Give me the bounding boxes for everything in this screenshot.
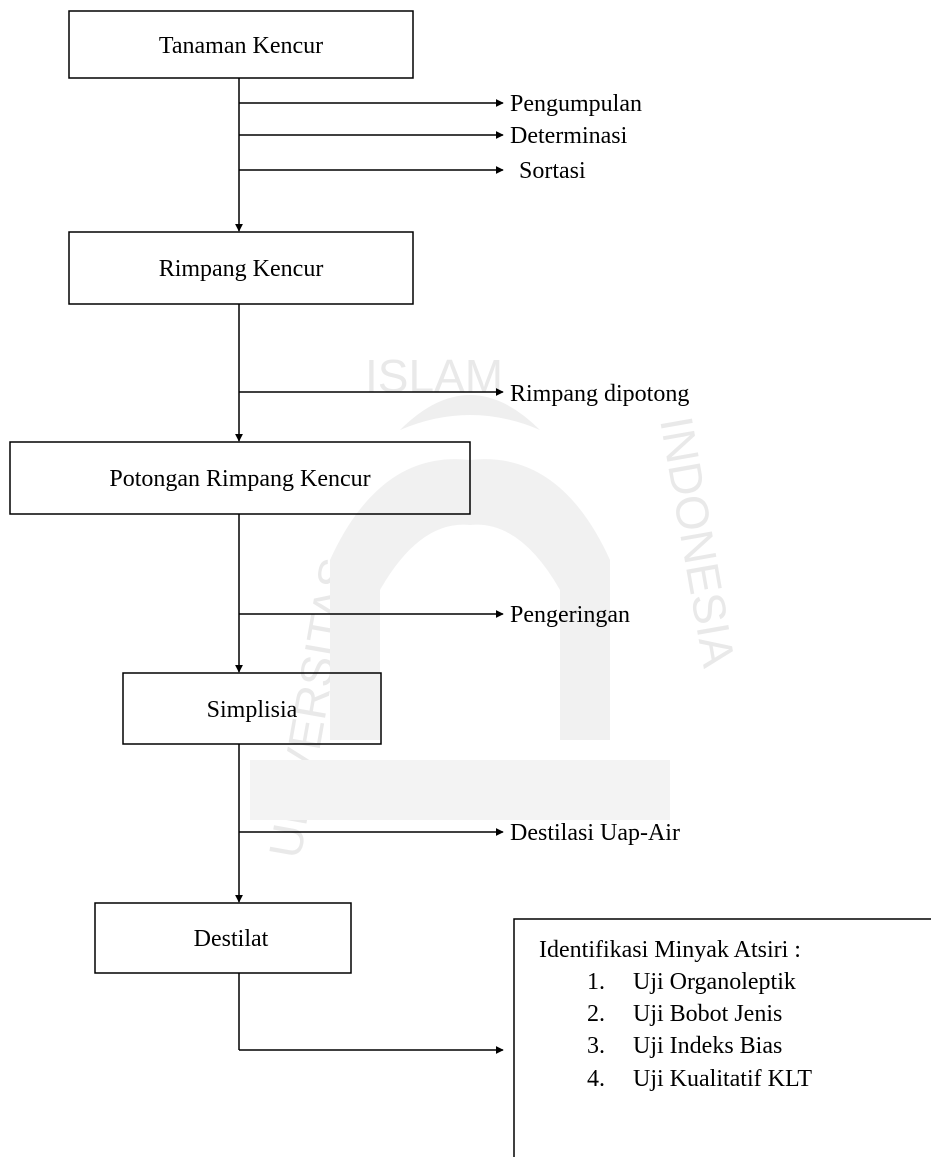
box-simplisia: Simplisia	[122, 672, 382, 745]
watermark-right-text: INDONESIA	[650, 413, 745, 672]
identification-item: 2. Uji Bobot Jenis	[587, 1001, 782, 1027]
identification-box: Identifikasi Minyak Atsiri : 1. Uji Orga…	[513, 918, 931, 1157]
item-number: 4.	[587, 1066, 605, 1092]
identification-item: 3. Uji Indeks Bias	[587, 1033, 782, 1059]
item-label: Uji Organoleptik	[633, 969, 796, 995]
identification-item: 4. Uji Kualitatif KLT	[587, 1066, 812, 1092]
watermark-calligraphy-band	[250, 760, 670, 820]
identification-title: Identifikasi Minyak Atsiri :	[539, 937, 801, 963]
watermark-emblem-shape	[330, 459, 610, 740]
box-label: Rimpang Kencur	[159, 256, 324, 282]
box-potongan-rimpang-kencur: Potongan Rimpang Kencur	[9, 441, 471, 515]
step-label-determinasi: Determinasi	[510, 123, 628, 149]
box-label: Tanaman Kencur	[159, 33, 323, 59]
box-label: Potongan Rimpang Kencur	[109, 466, 370, 492]
step-label-pengumpulan: Pengumpulan	[510, 91, 642, 117]
item-label: Uji Bobot Jenis	[633, 1001, 782, 1027]
identification-item: 1. Uji Organoleptik	[587, 969, 796, 995]
item-number: 1.	[587, 969, 605, 995]
item-number: 2.	[587, 1001, 605, 1027]
step-label-pengeringan: Pengeringan	[510, 602, 630, 628]
box-label: Destilat	[194, 926, 269, 952]
watermark-emblem-top	[400, 395, 540, 430]
box-rimpang-kencur: Rimpang Kencur	[68, 231, 414, 305]
item-label: Uji Indeks Bias	[633, 1033, 782, 1059]
watermark-top-text: ISLAM	[365, 350, 503, 402]
step-label-destilasi-uap-air: Destilasi Uap-Air	[510, 820, 680, 846]
watermark-logo: ISLAM UNIVERSITAS INDONESIA	[250, 350, 745, 862]
step-label-sortasi: Sortasi	[519, 158, 586, 184]
box-tanaman-kencur: Tanaman Kencur	[68, 10, 414, 79]
item-number: 3.	[587, 1033, 605, 1059]
box-label: Simplisia	[207, 697, 298, 723]
item-label: Uji Kualitatif KLT	[633, 1066, 812, 1092]
step-label-rimpang-dipotong: Rimpang dipotong	[510, 381, 689, 407]
box-destilat: Destilat	[94, 902, 352, 974]
